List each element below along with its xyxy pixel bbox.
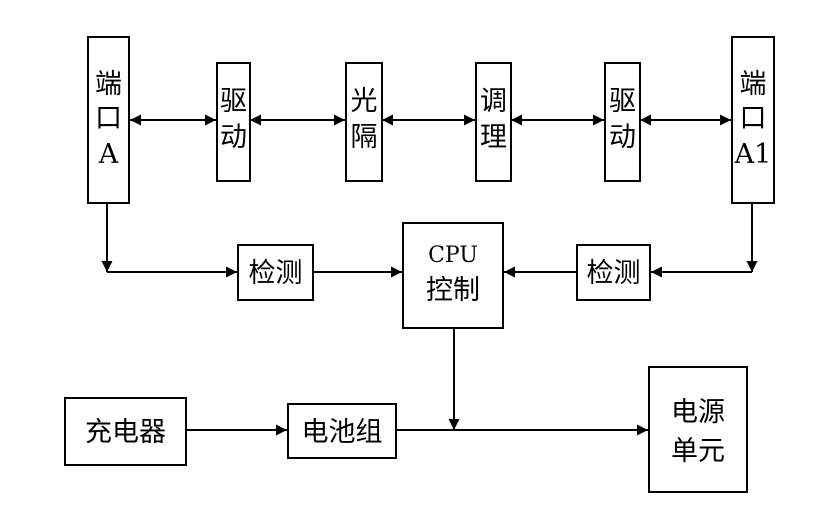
port-a1-label-3: A1 <box>734 139 772 170</box>
battery-pack-box: 电池组 <box>287 403 397 459</box>
port-a-label-1: 端 <box>95 69 122 100</box>
detect-right-label: 检测 <box>587 258 641 289</box>
port-a-label-3: A <box>98 139 119 170</box>
drive-left-label-1: 驱 <box>220 86 247 117</box>
detect-left-box: 检测 <box>237 244 314 301</box>
drive-left-box: 驱 动 <box>216 62 251 182</box>
control-label: 控制 <box>426 275 480 306</box>
conditioning-label-1: 调 <box>480 86 507 117</box>
conditioning-label-2: 理 <box>480 122 507 153</box>
port-a1-box: 端 口 A1 <box>731 36 775 204</box>
drive-right-label-1: 驱 <box>609 86 636 117</box>
drive-right-label-2: 动 <box>609 122 636 153</box>
conditioning-box: 调 理 <box>475 62 512 182</box>
power-unit-label-2: 单元 <box>671 436 725 467</box>
port-a1-label-2: 口 <box>740 103 767 134</box>
battery-pack-label: 电池组 <box>302 417 383 448</box>
optical-isolation-box: 光 隔 <box>345 62 383 182</box>
detect-left-label: 检测 <box>249 258 303 289</box>
detect-right-box: 检测 <box>576 244 651 301</box>
power-unit-box: 电源 单元 <box>648 366 748 493</box>
drive-left-label-2: 动 <box>220 122 247 153</box>
port-a-box: 端 口 A <box>87 36 130 204</box>
port-a1-label-1: 端 <box>740 69 767 100</box>
charger-box: 充电器 <box>64 397 187 466</box>
power-unit-label-1: 电源 <box>671 397 725 428</box>
charger-label: 充电器 <box>85 417 166 448</box>
drive-right-box: 驱 动 <box>604 62 641 182</box>
port-a-label-2: 口 <box>95 103 122 134</box>
cpu-label: CPU <box>428 243 478 268</box>
optical-isolation-label-1: 光 <box>351 86 378 117</box>
cpu-control-box: CPU 控制 <box>402 222 504 329</box>
optical-isolation-label-2: 隔 <box>351 122 378 153</box>
